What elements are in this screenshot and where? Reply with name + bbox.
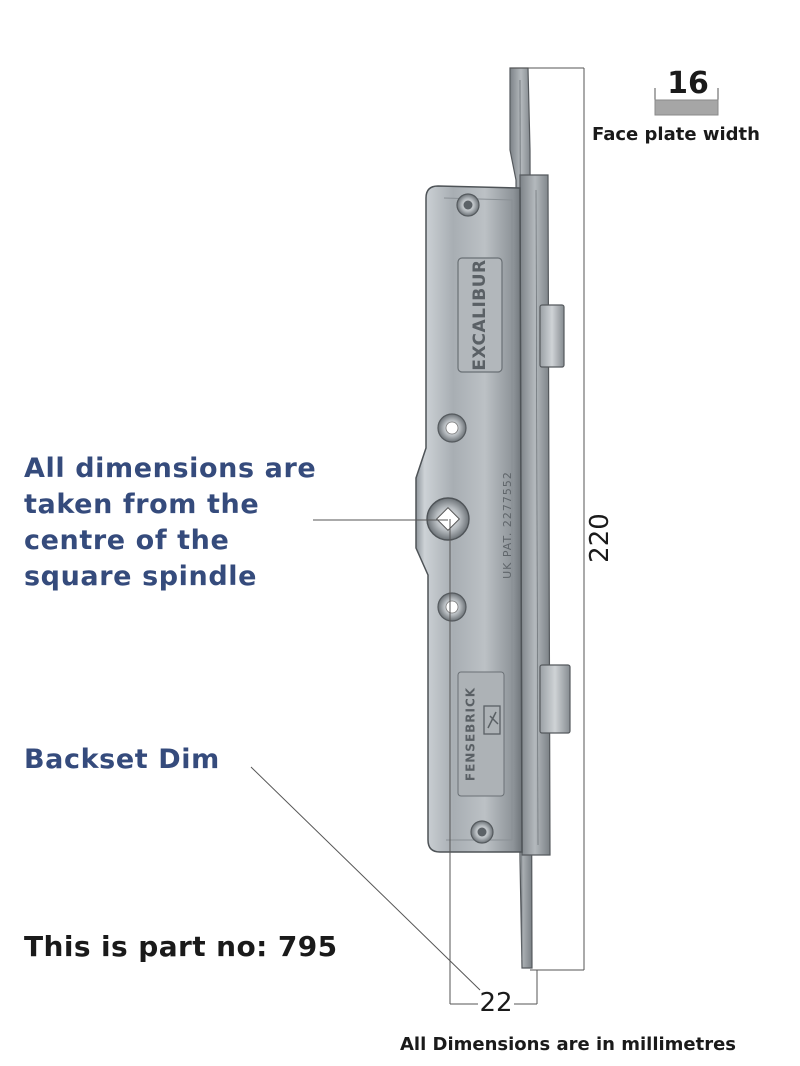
spindle-centre-note: All dimensions are taken from the centre… xyxy=(24,451,316,595)
screw-hole-lower xyxy=(437,592,467,622)
backset-dimension-lines xyxy=(449,519,538,1005)
spindle-note-line-1: All dimensions are xyxy=(24,453,317,484)
units-note: All Dimensions are in millimetres xyxy=(400,1034,737,1055)
backset-dimension-value: 22 xyxy=(479,988,513,1018)
height-dimension-lines xyxy=(510,67,585,971)
faceplate-width-value: 16 xyxy=(667,66,709,101)
maker-text: FENSEBRICK xyxy=(464,687,478,781)
brand-text: EXCALIBUR xyxy=(470,259,490,370)
dead-bolt xyxy=(539,664,571,734)
case-rear-strip xyxy=(519,174,551,856)
screw-hole-top xyxy=(456,193,480,217)
square-spindle-hole xyxy=(426,497,470,541)
spindle-note-line-2: taken from the xyxy=(24,489,260,520)
height-dimension-value: 220 xyxy=(585,513,615,563)
part-number-text: This is part no: 795 xyxy=(24,930,338,963)
latch-bolt xyxy=(539,304,565,368)
maker-logo: FENSEBRICK xyxy=(457,671,505,797)
screw-hole-upper xyxy=(437,413,467,443)
faceplate-width-label: Face plate width xyxy=(592,124,760,145)
backset-label: Backset Dim xyxy=(24,744,220,775)
maker-mark-icon xyxy=(483,705,501,735)
brand-emboss: EXCALIBUR xyxy=(457,257,503,373)
faceplate-width-swatch xyxy=(654,88,719,116)
patent-engraving: UK PAT. 2277552 xyxy=(501,471,514,579)
spindle-note-line-4: square spindle xyxy=(24,561,258,592)
backset-leader-line xyxy=(250,766,481,991)
screw-hole-bottom xyxy=(470,820,494,844)
spindle-note-line-3: centre of the xyxy=(24,525,230,556)
